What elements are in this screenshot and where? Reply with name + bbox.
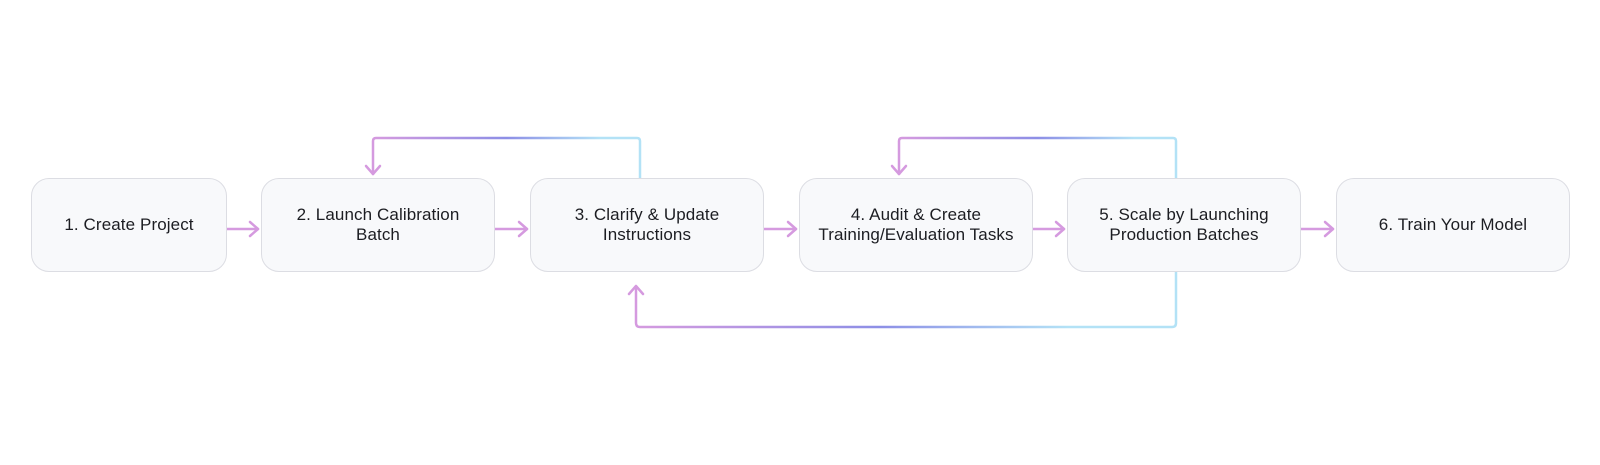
arrow-5-to-6 — [1299, 220, 1335, 238]
step-create-project: 1. Create Project — [31, 178, 227, 272]
step-train-your-model: 6. Train Your Model — [1336, 178, 1570, 272]
step-label: 6. Train Your Model — [1378, 215, 1528, 234]
step-scale-production-batches: 5. Scale by Launching Production Batches — [1067, 178, 1301, 272]
step-label: 3. Clarify & Update Instructions — [574, 205, 720, 244]
feedback-arrow-5-to-4 — [890, 136, 1178, 180]
step-audit-create-tasks: 4. Audit & Create Training/Evaluation Ta… — [799, 178, 1033, 272]
arrow-3-to-4 — [762, 220, 798, 238]
arrow-4-to-5 — [1031, 220, 1066, 238]
arrow-2-to-3 — [493, 220, 529, 238]
feedback-arrow-3-to-2 — [364, 136, 642, 180]
step-label: 1. Create Project — [64, 215, 194, 234]
feedback-arrow-5-to-3 — [627, 270, 1178, 329]
step-label: 2. Launch Calibration Batch — [296, 205, 460, 244]
step-launch-calibration-batch: 2. Launch Calibration Batch — [261, 178, 495, 272]
step-label: 4. Audit & Create Training/Evaluation Ta… — [818, 205, 1014, 244]
step-label: 5. Scale by Launching Production Batches — [1099, 205, 1269, 244]
step-clarify-update-instructions: 3. Clarify & Update Instructions — [530, 178, 764, 272]
arrow-1-to-2 — [225, 220, 260, 238]
